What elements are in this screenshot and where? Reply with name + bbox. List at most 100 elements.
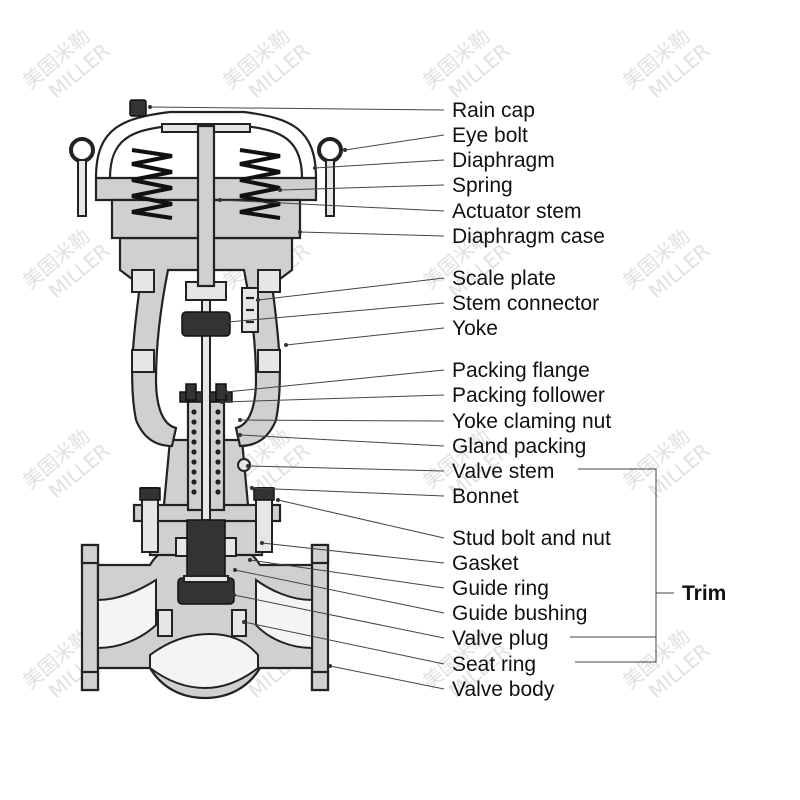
leader-line <box>249 559 445 589</box>
leader-lines <box>148 105 445 690</box>
leader-line <box>239 419 445 422</box>
packing-ring <box>215 439 221 445</box>
label-scale-plate: Scale plate <box>452 267 556 290</box>
leader-line <box>219 199 445 212</box>
packing-ring <box>215 489 221 495</box>
leader-line <box>261 542 445 564</box>
label-diaphragm-case: Diaphragm case <box>452 225 605 248</box>
leader-line <box>233 594 445 639</box>
leader-dot <box>233 568 237 572</box>
packing-ring <box>191 469 197 475</box>
label-valve-stem: Valve stem <box>452 460 554 483</box>
label-seat-ring: Seat ring <box>452 653 536 676</box>
leader-line <box>251 487 445 497</box>
packing-ring <box>191 439 197 445</box>
trim-bracket: Trim <box>570 468 726 663</box>
label-guide-bushing: Guide bushing <box>452 602 587 625</box>
leader-dot <box>246 464 250 468</box>
leader-line <box>234 569 445 614</box>
label-packing-flange: Packing flange <box>452 359 590 382</box>
label-yoke-claming-nut: Yoke claming nut <box>452 410 611 433</box>
leader-line <box>285 327 445 346</box>
leader-dot <box>250 486 254 490</box>
leader-dot <box>313 166 317 170</box>
leader-dot <box>218 198 222 202</box>
bonnet <box>132 438 282 577</box>
packing-ring <box>191 489 197 495</box>
leader-line <box>221 394 445 403</box>
label-guide-ring: Guide ring <box>452 577 549 600</box>
leader-dot <box>238 418 242 422</box>
leader-dot <box>226 320 230 324</box>
leader-dot <box>224 390 228 394</box>
leader-line <box>225 369 445 393</box>
valve-drawing <box>69 99 343 700</box>
label-stem-connector: Stem connector <box>452 292 599 315</box>
label-valve-body: Valve body <box>452 678 555 701</box>
label-valve-plug: Valve plug <box>452 627 549 650</box>
packing-ring <box>191 419 197 425</box>
label-gland-packing: Gland packing <box>452 435 586 458</box>
packing <box>179 299 251 521</box>
label-yoke: Yoke <box>452 317 498 340</box>
packing-ring <box>215 419 221 425</box>
leader-dot <box>256 298 260 302</box>
label-spring: Spring <box>452 174 513 197</box>
leader-line <box>277 499 445 539</box>
leader-dot <box>220 400 224 404</box>
leader-line <box>227 302 445 323</box>
leader-dot <box>248 558 252 562</box>
leader-dot <box>284 343 288 347</box>
leader-line <box>314 159 445 169</box>
packing-ring <box>191 409 197 415</box>
leader-line <box>329 665 445 690</box>
leader-line <box>257 277 445 301</box>
label-packing-follower: Packing follower <box>452 384 605 407</box>
leader-dot <box>260 541 264 545</box>
leader-line <box>279 184 445 191</box>
label-actuator-stem: Actuator stem <box>452 200 582 223</box>
packing-ring <box>191 479 197 485</box>
label-stud-bolt-and-nut: Stud bolt and nut <box>452 527 611 550</box>
packing-ring <box>191 429 197 435</box>
leader-dot <box>328 664 332 668</box>
label-diaphragm: Diaphragm <box>452 149 555 172</box>
actuator <box>69 99 343 288</box>
leader-dot <box>276 498 280 502</box>
leader-line <box>149 106 445 111</box>
leader-dot <box>343 148 347 152</box>
valve-plug <box>177 575 235 605</box>
leader-dot <box>298 230 302 234</box>
label-gasket: Gasket <box>452 552 519 575</box>
packing-ring <box>215 479 221 485</box>
packing-ring <box>215 429 221 435</box>
leader-dot <box>238 433 242 437</box>
packing-ring <box>215 409 221 415</box>
leader-line <box>239 434 445 447</box>
label-rain-cap: Rain cap <box>452 99 535 122</box>
leader-dot <box>278 188 282 192</box>
label-eye-bolt: Eye bolt <box>452 124 528 147</box>
leader-line <box>299 231 445 237</box>
packing-ring <box>215 469 221 475</box>
packing-ring <box>191 459 197 465</box>
leader-dot <box>148 105 152 109</box>
packing-ring <box>215 459 221 465</box>
leader-dot <box>232 593 236 597</box>
packing-ring <box>215 449 221 455</box>
label-bonnet: Bonnet <box>452 485 519 508</box>
trim-label: Trim <box>682 582 726 605</box>
leader-line <box>247 465 445 472</box>
leader-line <box>344 134 445 151</box>
leader-dot <box>242 620 246 624</box>
valve-body <box>80 538 330 700</box>
